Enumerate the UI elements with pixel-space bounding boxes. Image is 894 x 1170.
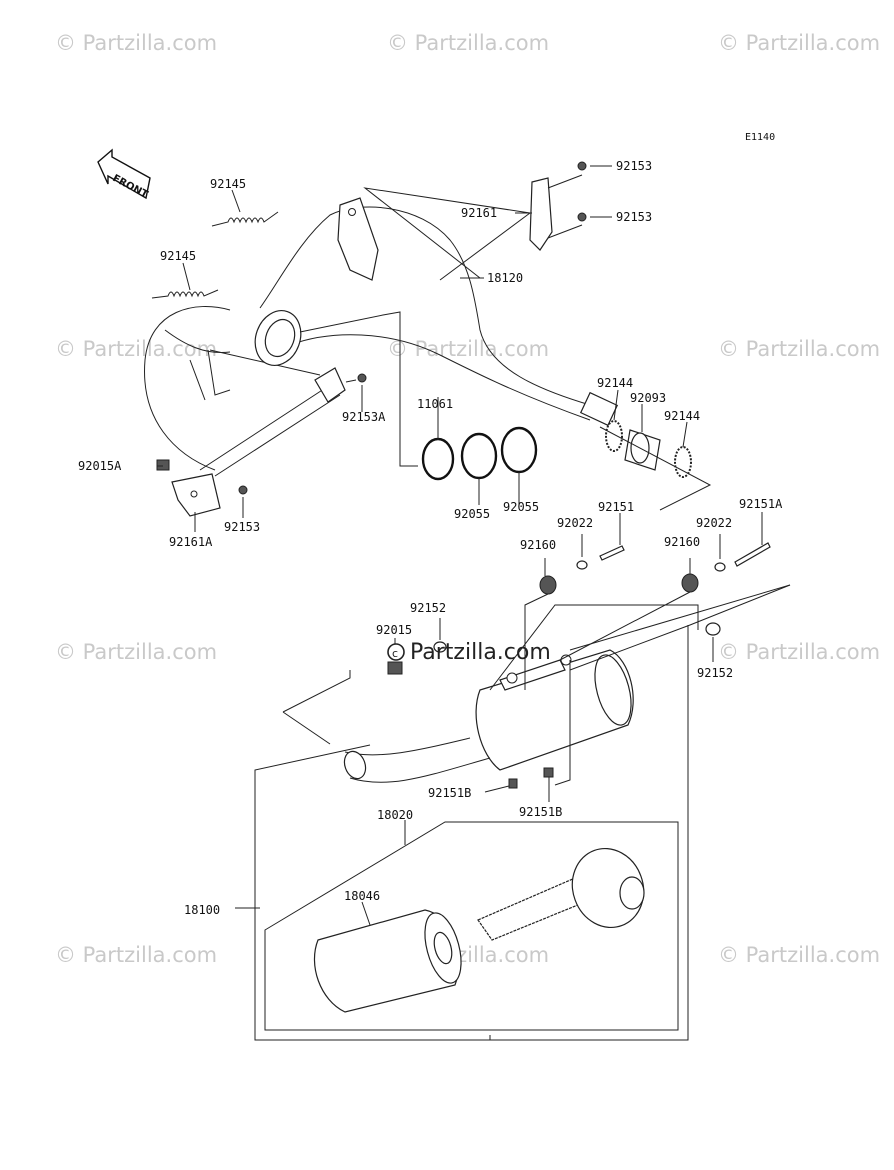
label-92160: 92160 — [664, 535, 700, 549]
label-92153: 92153 — [224, 520, 260, 534]
nut-92015A — [156, 459, 170, 471]
nut-92015 — [387, 661, 403, 675]
watermark: © Partzilla.com — [55, 640, 217, 664]
washer-92022-b — [714, 562, 726, 572]
label-18020: 18020 — [377, 808, 413, 822]
label-92153A: 92153A — [342, 410, 386, 424]
bolt-92153A — [357, 373, 367, 383]
label-92152: 92152 — [697, 666, 733, 680]
bolt-92151B-a — [508, 778, 518, 789]
watermark: © Partzilla.com — [718, 31, 880, 55]
label-92151B: 92151B — [428, 786, 471, 800]
copyright-icon — [387, 643, 405, 661]
washer-92022-a — [576, 560, 588, 570]
leader-lines — [157, 165, 791, 1041]
gasket-92055-a — [460, 432, 498, 480]
exhaust-header-pipe — [144, 197, 619, 477]
watermark: © Partzilla.com — [387, 31, 549, 55]
center-watermark: Partzilla.com — [410, 640, 551, 665]
watermark: © Partzilla.com — [718, 337, 880, 361]
collar-92152-b — [705, 622, 721, 636]
bolt-92151 — [599, 545, 625, 561]
silencer-insert-18020 — [477, 847, 645, 941]
label-18100: 18100 — [184, 903, 220, 917]
label-92144: 92144 — [664, 409, 700, 423]
bolt-92151B-b — [543, 767, 554, 778]
glass-wool-packing-18046 — [313, 909, 462, 1013]
watermark: © Partzilla.com — [55, 337, 217, 361]
label-92022: 92022 — [696, 516, 732, 530]
label-18046: 18046 — [344, 889, 380, 903]
label-92151: 92151 — [598, 500, 634, 514]
bolt-92153-low — [238, 485, 248, 495]
collar-92152-a — [433, 641, 447, 653]
damper-92160-a — [539, 575, 557, 595]
partzilla-logo: c Partzilla.com — [387, 640, 551, 665]
label-92145: 92145 — [210, 177, 246, 191]
watermark: © Partzilla.com — [55, 943, 217, 967]
label-92055: 92055 — [503, 500, 539, 514]
damper-92160-b — [681, 573, 699, 593]
label-11061: 11061 — [417, 397, 453, 411]
label-92153: 92153 — [616, 210, 652, 224]
clamp-92144-b — [674, 446, 692, 478]
label-92055: 92055 — [454, 507, 490, 521]
bolt-92153-top — [577, 161, 587, 171]
watermark: © Partzilla.com — [718, 640, 880, 664]
gasket-11061 — [421, 437, 455, 481]
diagram-code: E1140 — [745, 132, 775, 143]
label-92152: 92152 — [410, 601, 446, 615]
front-arrow-icon: FRONT — [97, 148, 151, 201]
muffler-18100 — [343, 649, 634, 789]
label-18120: 18120 — [487, 271, 523, 285]
watermark: © Partzilla.com — [718, 943, 880, 967]
svg-text:c: c — [392, 647, 398, 660]
label-92093: 92093 — [630, 391, 666, 405]
bolt-92153-mid — [577, 212, 587, 222]
label-92153: 92153 — [616, 159, 652, 173]
label-92145: 92145 — [160, 249, 196, 263]
label-92015A: 92015A — [78, 459, 122, 473]
label-92151A: 92151A — [739, 497, 783, 511]
label-92015: 92015 — [376, 623, 412, 637]
label-92161: 92161 — [461, 206, 497, 220]
label-92160: 92160 — [520, 538, 556, 552]
label-92022: 92022 — [557, 516, 593, 530]
part-labels: 92145 92145 92161 92153 92153 18120 9215… — [78, 159, 783, 917]
watermark: © Partzilla.com — [55, 31, 217, 55]
gasket-92055-b — [500, 426, 538, 474]
watermark: © Partzilla.com — [387, 337, 549, 361]
label-92161A: 92161A — [169, 535, 213, 549]
label-92144: 92144 — [597, 376, 633, 390]
bracket-92161 — [529, 177, 553, 251]
label-92151B: 92151B — [519, 805, 562, 819]
clamp-92144-a — [605, 420, 623, 452]
bolt-92151A — [734, 542, 771, 567]
watermarks: © Partzilla.com © Partzilla.com © Partzi… — [55, 31, 880, 967]
